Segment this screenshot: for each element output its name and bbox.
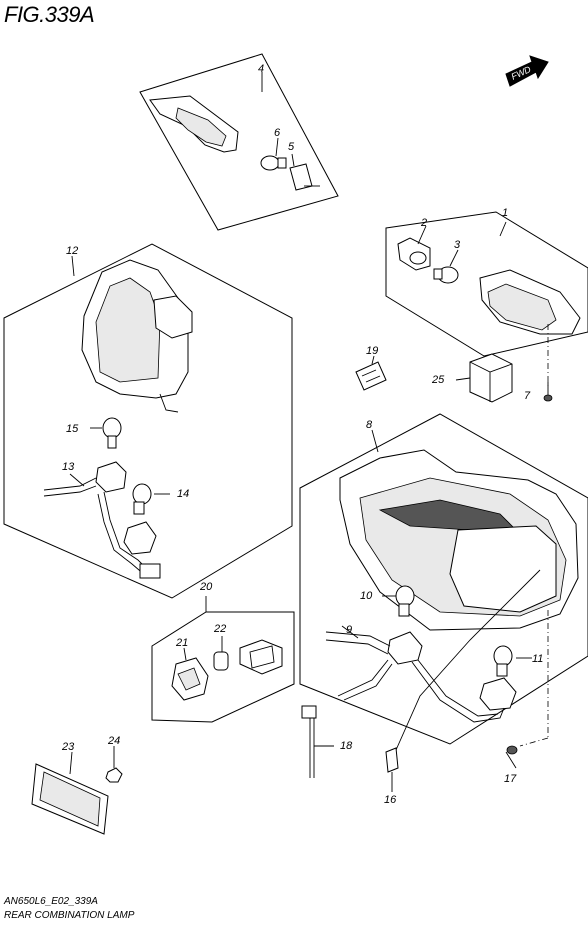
callout-22: 22	[213, 623, 226, 635]
callout-5: 5	[288, 141, 295, 153]
callout-15: 15	[66, 423, 79, 435]
callout-24: 24	[107, 735, 120, 747]
callout-14: 14	[177, 488, 189, 500]
callout-19: 19	[366, 345, 378, 357]
group-4-box	[139, 53, 339, 231]
cable-tie-18	[301, 705, 334, 778]
footer-code: AN650L6_E02_339A	[4, 896, 98, 907]
footer-title: REAR COMBINATION LAMP	[4, 910, 135, 921]
cushion-16	[385, 747, 399, 792]
callout-9: 9	[346, 624, 352, 636]
group-8-box	[299, 413, 588, 751]
fwd-arrow-icon: FWD	[505, 55, 549, 87]
screw-17	[505, 745, 518, 769]
callout-10: 10	[360, 590, 373, 602]
clip-19	[355, 355, 387, 391]
group-1-box	[385, 211, 588, 388]
callout-17: 17	[504, 773, 517, 785]
callout-8: 8	[366, 419, 373, 431]
callout-1: 1	[502, 207, 508, 219]
group-12-box	[3, 243, 293, 599]
nut-24	[105, 746, 123, 783]
callout-2: 2	[420, 217, 427, 229]
group-20-box	[151, 596, 295, 723]
callout-11: 11	[532, 653, 543, 665]
callout-3: 3	[454, 239, 461, 251]
callout-13: 13	[62, 461, 75, 473]
callout-labels: 1 2 3 4 5 6 7 8 9 10 11 12 13 14 15 16 1…	[61, 63, 543, 806]
callout-12: 12	[66, 245, 78, 257]
callout-16: 16	[384, 794, 397, 806]
callout-6: 6	[274, 127, 281, 139]
callout-23: 23	[61, 741, 75, 753]
reflector-23	[31, 751, 109, 835]
callout-20: 20	[199, 581, 213, 593]
screw-7	[543, 382, 553, 402]
callout-21: 21	[175, 637, 188, 649]
figure-title: FIG.339A	[4, 2, 95, 27]
relay-25	[455, 353, 513, 403]
callout-25: 25	[431, 374, 445, 386]
callout-7: 7	[524, 390, 531, 402]
callout-18: 18	[340, 740, 353, 752]
callout-4: 4	[258, 63, 264, 75]
